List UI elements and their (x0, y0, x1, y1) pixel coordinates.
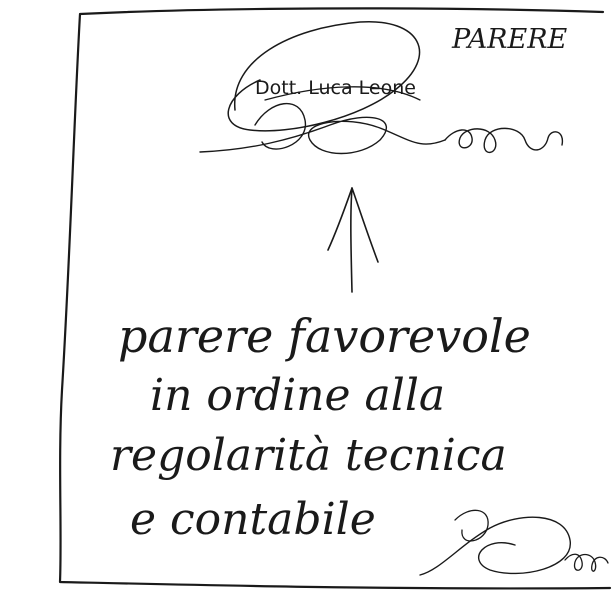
hand-drawn-frame (58, 7, 612, 590)
up-arrow-icon (327, 187, 379, 293)
signatory-name: Dott. Luca Leone (255, 77, 416, 99)
signature-lower (419, 509, 609, 576)
note-line-4: e contabile (130, 494, 376, 545)
note-line-3: regolarità tecnica (110, 430, 507, 481)
heading-parere: PARERE (451, 24, 568, 55)
note-line-1: parere favorevole (118, 309, 531, 363)
signature-upper (199, 21, 564, 155)
note-line-2: in ordine alla (150, 370, 445, 421)
